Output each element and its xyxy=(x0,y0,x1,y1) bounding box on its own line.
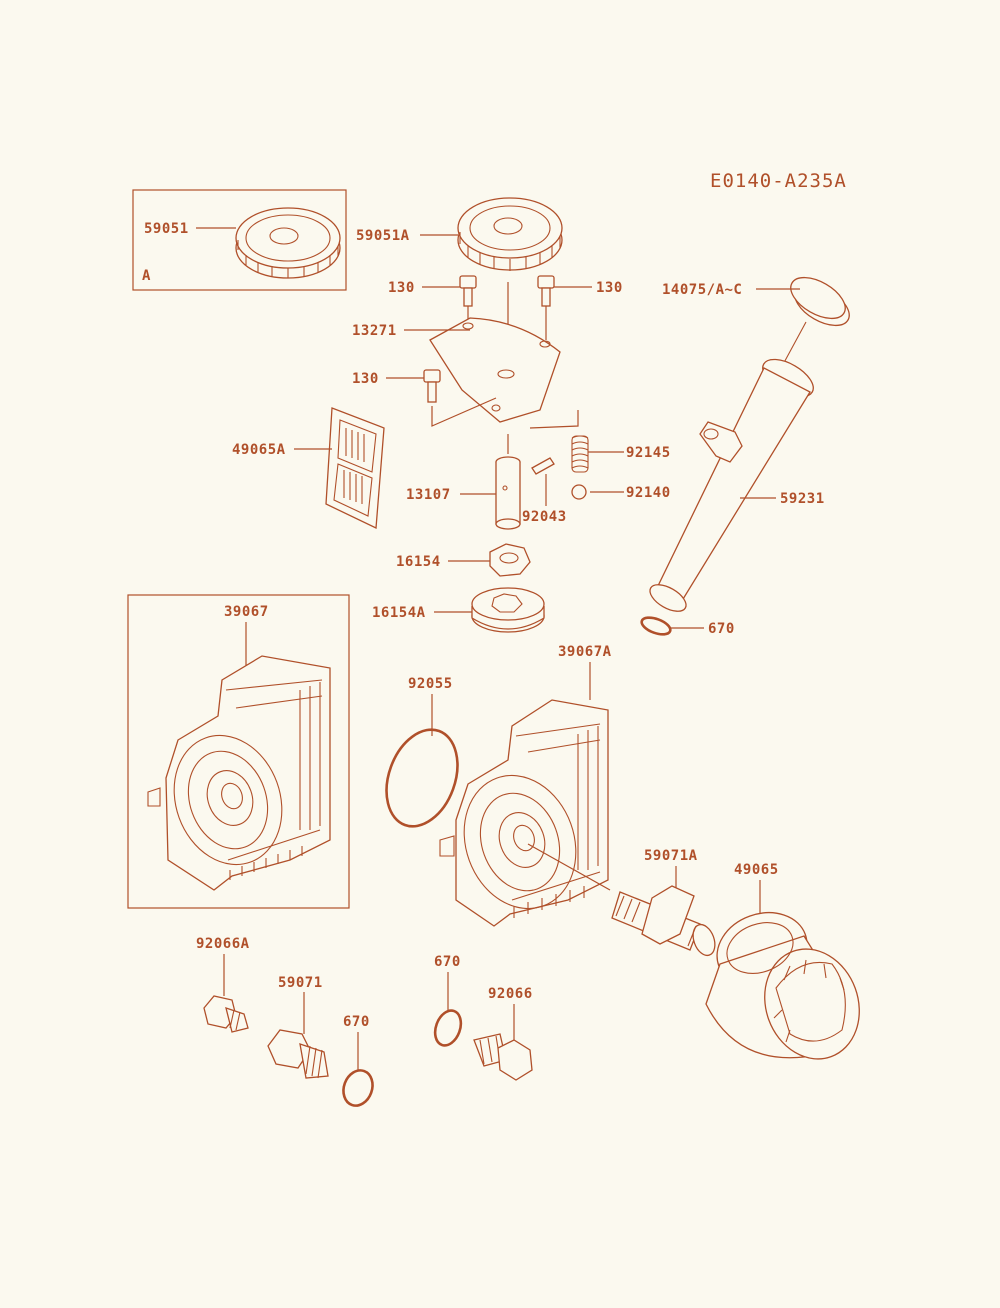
label-59071a: 59071A xyxy=(644,848,698,864)
label-16154: 16154 xyxy=(396,554,441,570)
oil-fill-tube-59231[interactable] xyxy=(646,352,820,617)
gear-59051[interactable] xyxy=(235,207,341,279)
label-13271: 13271 xyxy=(352,323,397,339)
label-92055: 92055 xyxy=(408,676,453,692)
threaded-fitting-59071a[interactable] xyxy=(611,885,719,958)
bolt-130-left[interactable] xyxy=(459,275,477,307)
label-130-right: 130 xyxy=(596,280,623,296)
plate-13271[interactable] xyxy=(429,317,561,423)
label-92145: 92145 xyxy=(626,445,671,461)
gasket-92055[interactable] xyxy=(374,720,470,837)
strainer-screen-49065a[interactable] xyxy=(325,407,385,529)
shaft-13107[interactable] xyxy=(495,456,521,530)
drain-plug-92066[interactable] xyxy=(473,1033,533,1081)
label-49065a: 49065A xyxy=(232,442,286,458)
oil-filter-49065[interactable] xyxy=(705,900,874,1072)
diagram-code: E0140-A235A xyxy=(710,170,847,192)
pin-92043[interactable] xyxy=(531,457,555,475)
spring-92145[interactable] xyxy=(571,435,589,473)
label-39067a: 39067A xyxy=(558,644,612,660)
o-ring-670-left[interactable] xyxy=(339,1066,378,1109)
label-59071: 59071 xyxy=(278,975,323,991)
variant-box-39067 xyxy=(127,594,350,909)
oil-pump-cover-39067[interactable] xyxy=(147,655,331,891)
fitting-59071[interactable] xyxy=(267,1029,329,1079)
ball-92140[interactable] xyxy=(571,484,587,500)
bolt-130-mid[interactable] xyxy=(423,369,441,403)
drain-plug-92066a[interactable] xyxy=(203,995,249,1033)
label-92066: 92066 xyxy=(488,986,533,1002)
label-59231: 59231 xyxy=(780,491,825,507)
label-130-left: 130 xyxy=(388,280,415,296)
o-ring-670-top[interactable] xyxy=(640,614,673,637)
label-670-left: 670 xyxy=(343,1014,370,1030)
label-16154a: 16154A xyxy=(372,605,426,621)
bolt-130-right[interactable] xyxy=(537,275,555,307)
label-49065: 49065 xyxy=(734,862,779,878)
gear-59051a[interactable] xyxy=(457,197,563,271)
outer-rotor-16154a[interactable] xyxy=(471,587,545,633)
label-92043: 92043 xyxy=(522,509,567,525)
label-39067: 39067 xyxy=(224,604,269,620)
o-ring-670-mid[interactable] xyxy=(431,1007,466,1049)
dipstick-cap-14075[interactable] xyxy=(779,269,856,371)
label-59051a: 59051A xyxy=(356,228,410,244)
inner-rotor-16154[interactable] xyxy=(489,543,531,577)
variant-box-a-label: A xyxy=(142,268,151,284)
label-670-mid: 670 xyxy=(434,954,461,970)
label-92066a: 92066A xyxy=(196,936,250,952)
variant-box-a xyxy=(132,189,347,291)
label-670-top: 670 xyxy=(708,621,735,637)
label-92140: 92140 xyxy=(626,485,671,501)
label-13107: 13107 xyxy=(406,487,451,503)
label-59051: 59051 xyxy=(144,221,189,237)
label-130-mid: 130 xyxy=(352,371,379,387)
label-14075: 14075/A~C xyxy=(662,282,742,298)
oil-pump-cover-39067a[interactable] xyxy=(439,699,609,927)
